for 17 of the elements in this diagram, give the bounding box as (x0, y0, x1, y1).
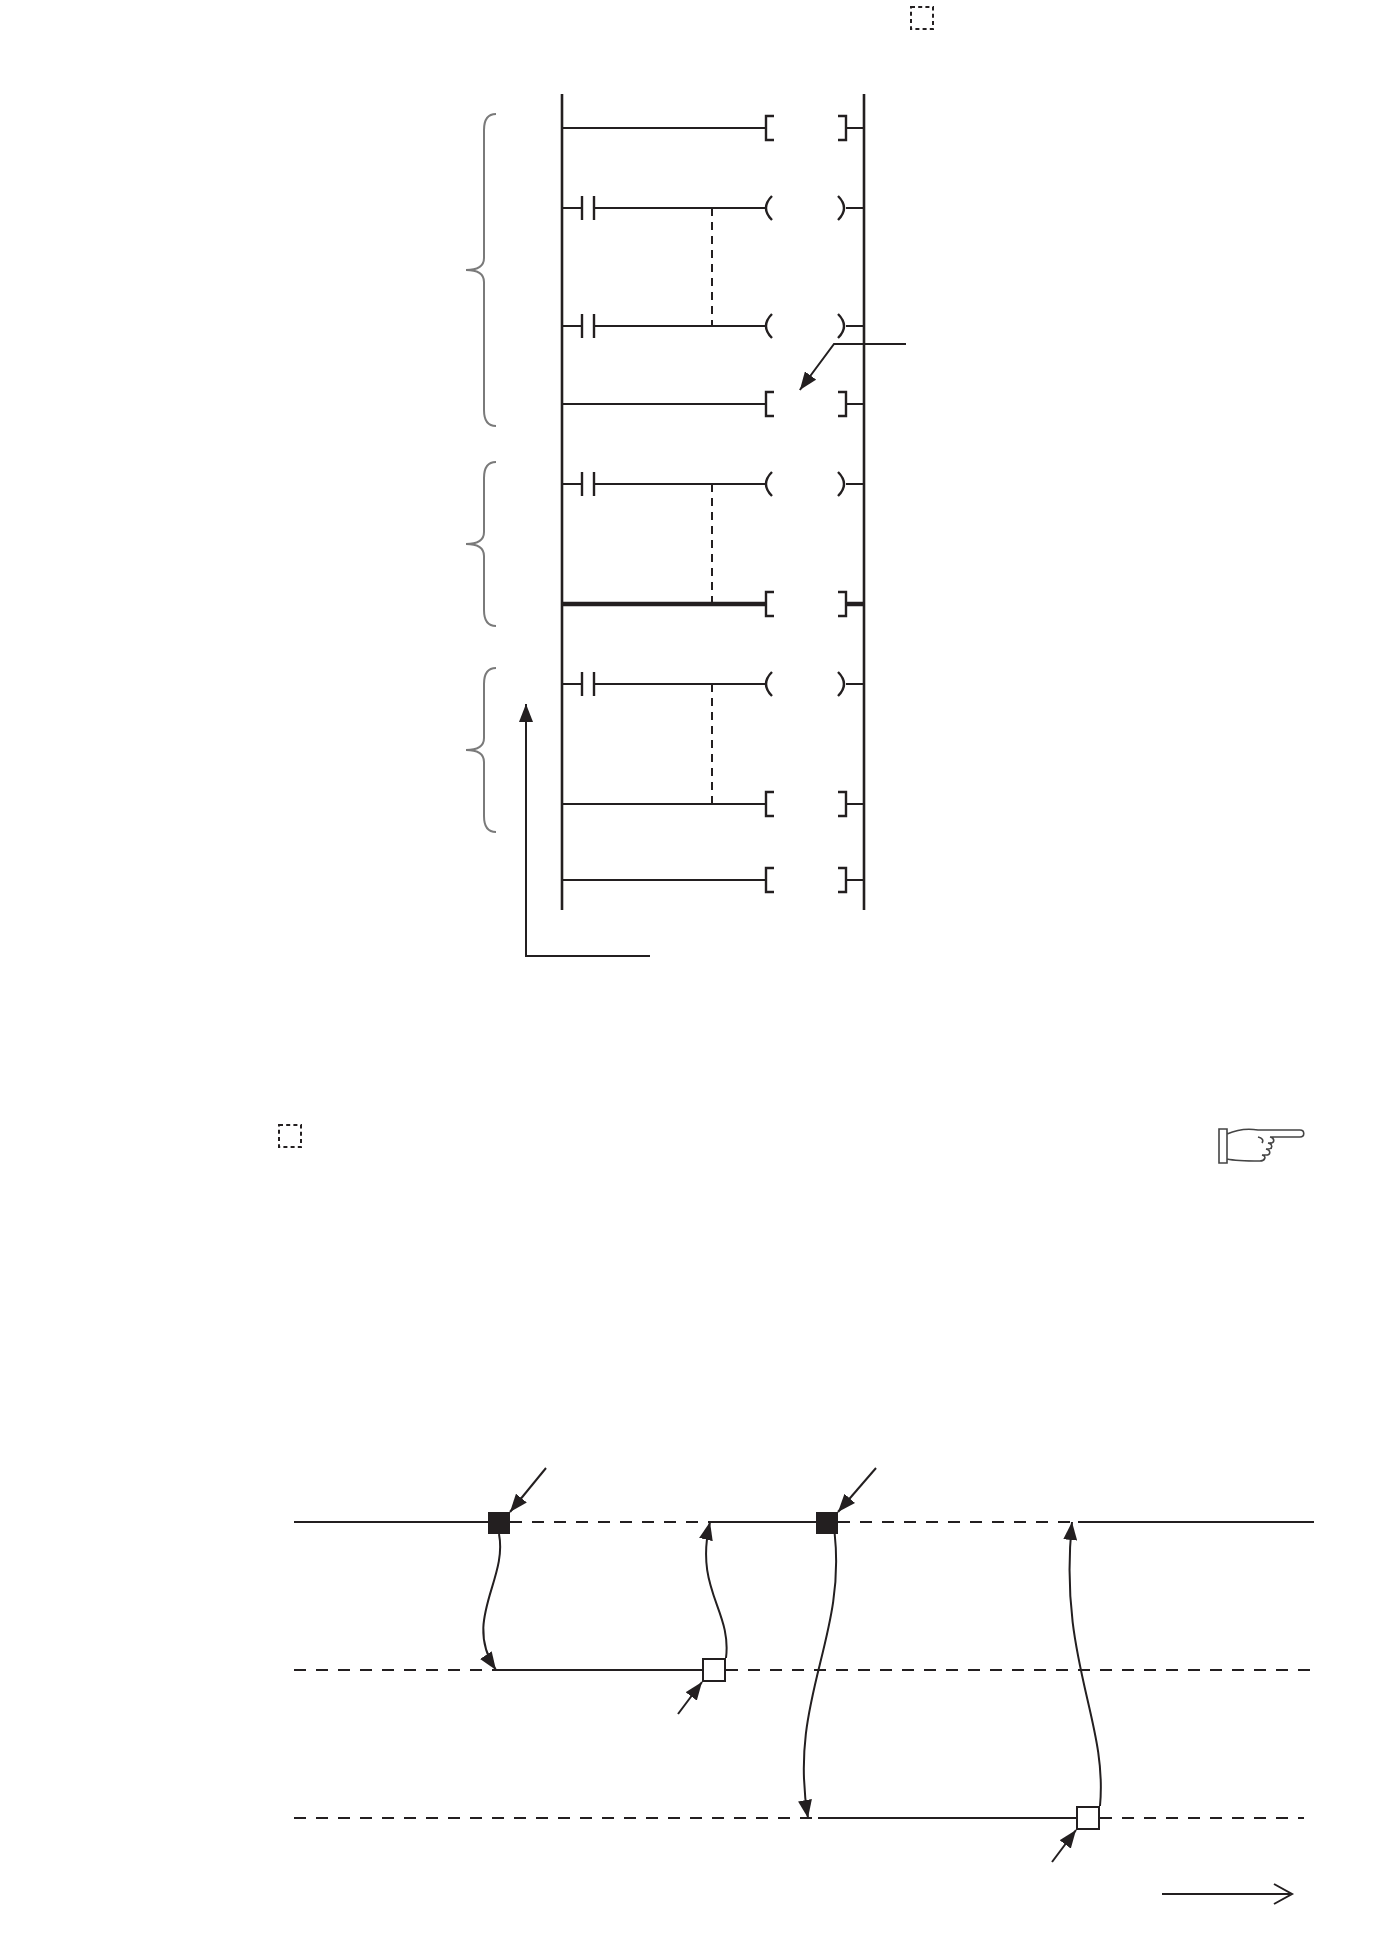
leader-arrow (837, 1467, 877, 1513)
curved-arrow (798, 1533, 838, 1819)
curved-arrow (699, 1521, 728, 1659)
signal-line (293, 1817, 1305, 1819)
leader-arrow (509, 1467, 547, 1513)
solid-square-marker (488, 1512, 510, 1534)
signal-line (293, 1521, 1315, 1523)
leader-arrow (677, 1681, 703, 1715)
curved-arrow (1063, 1521, 1102, 1807)
hollow-square-marker (702, 1658, 726, 1682)
solid-square-marker (816, 1512, 838, 1534)
leader-arrow (1051, 1829, 1077, 1863)
leader-arrow (798, 343, 907, 391)
curved-arrow (481, 1533, 502, 1671)
coil-symbol (762, 390, 850, 418)
hollow-square-marker (1076, 1806, 1100, 1830)
signal-line (293, 1669, 1315, 1671)
